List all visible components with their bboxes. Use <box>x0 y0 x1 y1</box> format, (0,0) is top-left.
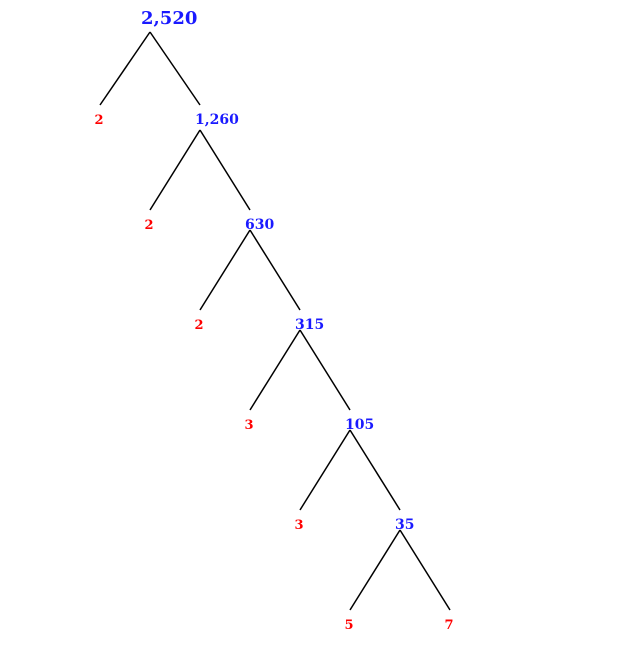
composite-factor: 315 <box>295 317 324 333</box>
branch-line-left <box>199 229 251 311</box>
branch-line-left <box>149 129 201 211</box>
branch-line-right <box>199 129 251 211</box>
root-number: 2,520 <box>141 8 197 29</box>
prime-factor: 5 <box>344 618 353 633</box>
prime-factor: 7 <box>444 618 453 633</box>
branch-line-left <box>99 31 151 106</box>
composite-factor: 105 <box>345 417 374 433</box>
prime-factor: 2 <box>94 113 103 128</box>
composite-factor: 1,260 <box>195 112 239 128</box>
branch-line-right <box>249 229 301 311</box>
composite-factor: 630 <box>245 217 274 233</box>
prime-factor: 2 <box>194 318 203 333</box>
branch-line-left <box>349 529 401 611</box>
branch-line-right <box>399 529 451 611</box>
branch-line-right <box>349 429 401 511</box>
prime-factor: 3 <box>244 418 253 433</box>
composite-factor: 35 <box>395 517 414 533</box>
branch-line-left <box>299 429 351 511</box>
branch-line-right <box>299 329 351 411</box>
prime-factor: 3 <box>294 518 303 533</box>
prime-factor: 2 <box>144 218 153 233</box>
branch-line-right <box>149 31 201 106</box>
branch-line-left <box>249 329 301 411</box>
